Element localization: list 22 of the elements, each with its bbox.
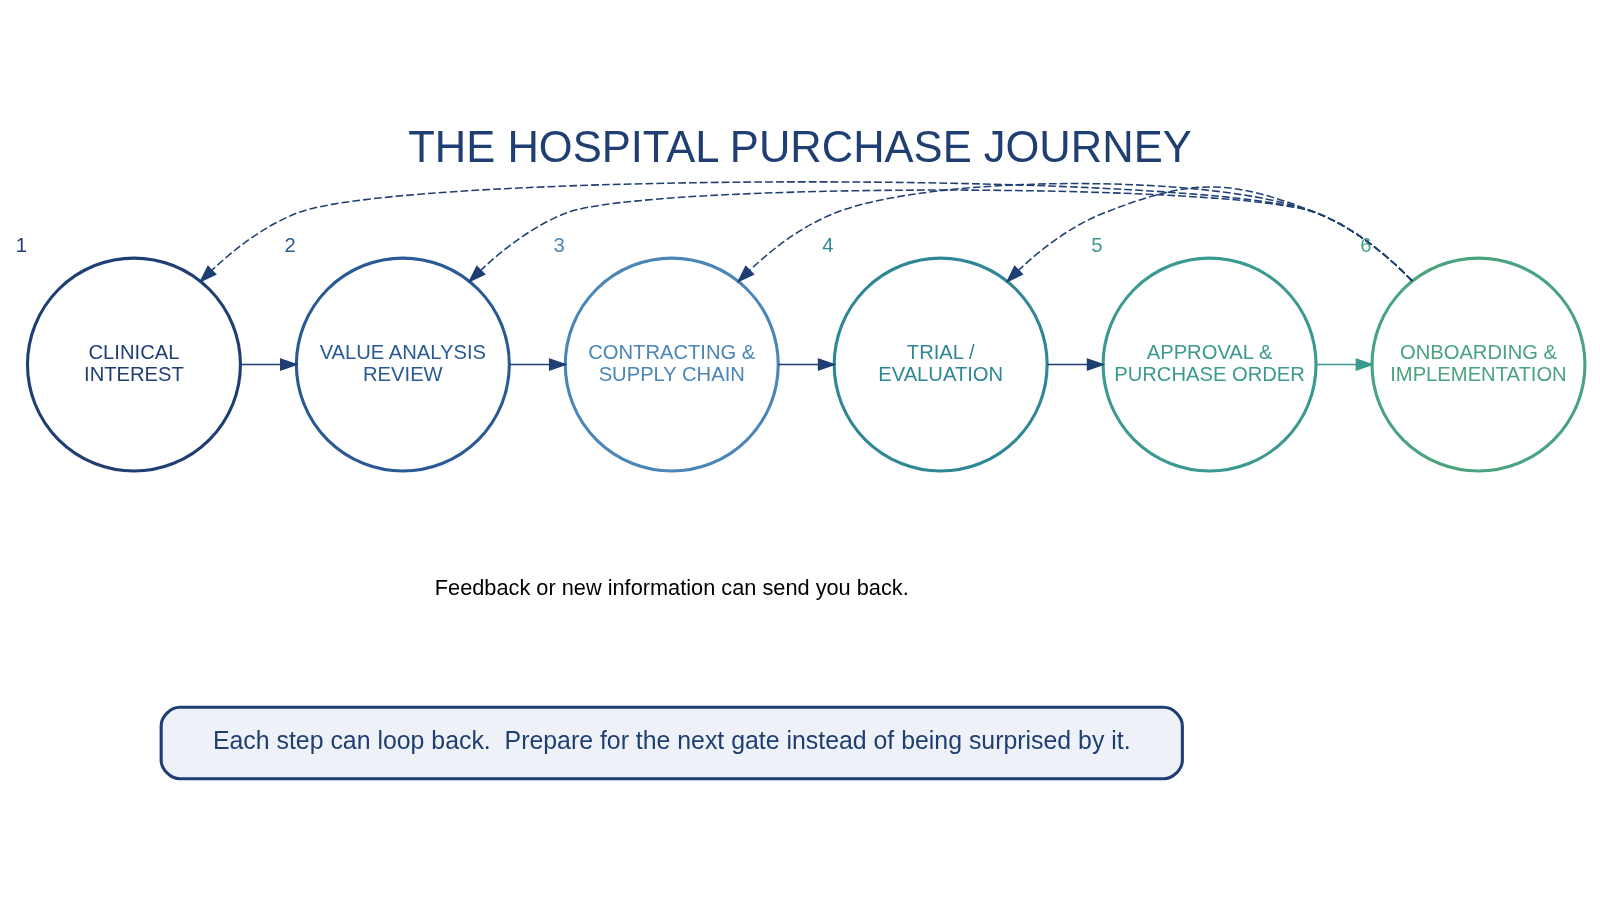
arrow	[198, 181, 1413, 283]
arrow	[1046, 358, 1106, 372]
node-circle: ONBOARDING & IMPLEMENTATION	[1370, 256, 1587, 473]
node-circle: TRIAL / EVALUATION	[832, 256, 1049, 473]
arrow	[1005, 186, 1413, 283]
node-label: 5	[1091, 234, 1103, 257]
node-label: 4	[822, 234, 834, 257]
node-label: 1	[15, 234, 27, 257]
arrow	[1315, 358, 1375, 372]
node-label: 3	[553, 234, 565, 257]
node-circle: APPROVAL & PURCHASE ORDER	[1101, 256, 1318, 473]
arrow	[736, 182, 1413, 283]
arrow	[508, 358, 568, 372]
arrow	[239, 358, 299, 372]
label: Feedback or new information can send you back.	[434, 574, 909, 600]
node-circle: CONTRACTING & SUPPLY CHAIN	[563, 256, 780, 473]
node-circle: CLINICAL INTEREST	[25, 256, 242, 473]
diagram-title: THE HOSPITAL PURCHASE JOURNEY	[408, 123, 1192, 172]
arrow	[777, 358, 837, 372]
node-circle: VALUE ANALYSIS REVIEW	[294, 256, 511, 473]
node-label: 2	[284, 234, 296, 257]
node-box: Each step can loop back. Prepare for the next gate instead of being surprised by it.	[159, 705, 1184, 781]
